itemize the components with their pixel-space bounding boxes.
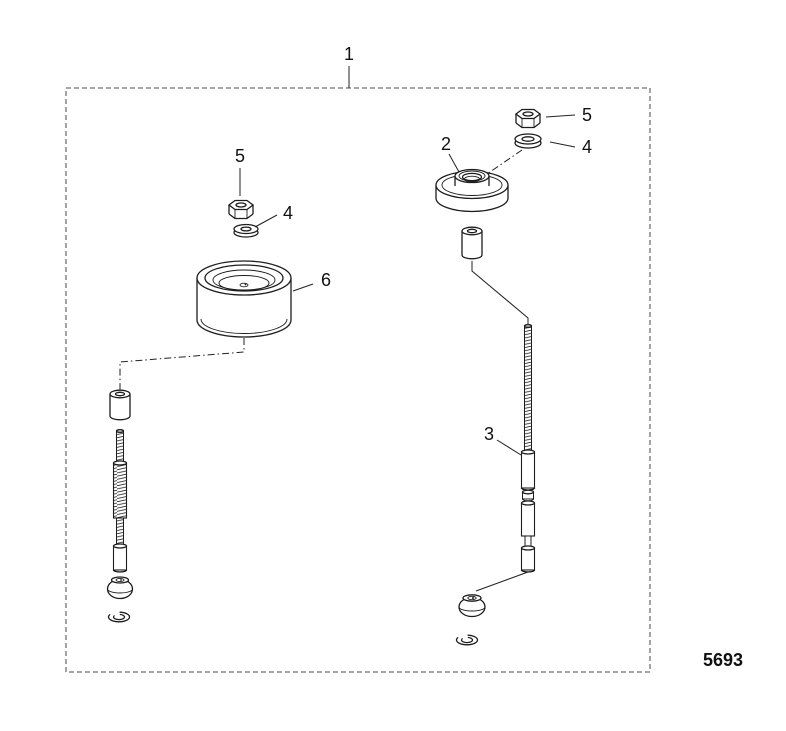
lower-sleeve (112, 545, 128, 571)
callout-1-label: 1 (344, 44, 354, 64)
lower-mount-cup (196, 260, 292, 338)
mount-grommet-right (458, 594, 486, 618)
nut-top-face (227, 199, 255, 211)
mount-grommet-left (106, 576, 134, 600)
leader-dash-cup-to-stud (119, 338, 245, 390)
callout-6-label: 6 (321, 270, 331, 290)
thread-section-lower (116, 517, 124, 547)
callout-stud: 3 (484, 424, 522, 456)
thread-section-upper (116, 430, 124, 464)
flat-washer-left (233, 223, 259, 238)
retaining-clip-right (455, 634, 479, 646)
knurled-sleeve (112, 462, 128, 519)
cup-outer-ring (204, 264, 284, 292)
mount-bottom-rim (435, 197, 509, 213)
threaded-stud-right (520, 324, 536, 573)
lower-sleeve (520, 547, 536, 571)
leader-line-upper-mount (448, 153, 460, 173)
grommet-top (110, 576, 130, 584)
leader-line-lower-mount (292, 283, 314, 292)
clip-outer (107, 611, 131, 623)
leader-stud-to-grommet (475, 571, 529, 592)
callout-lower-mount: 6 (292, 270, 331, 292)
callout-locknut-left: 5 (235, 146, 245, 196)
washer-hole (240, 226, 252, 232)
middle-sleeve (520, 502, 536, 537)
hex-locknut-left (227, 199, 255, 220)
leader-dash-washer-to-mount (486, 149, 523, 175)
nut-top-face (514, 108, 542, 120)
callout-3-label: 3 (484, 424, 494, 444)
cup-center-hole (239, 282, 249, 288)
cup-floor (218, 275, 270, 291)
flat-washer-right (514, 133, 542, 149)
clip-inner (112, 613, 126, 621)
figure-number: 5693 (703, 650, 743, 670)
leader-line-washer-right (549, 141, 576, 148)
bushing-hole (114, 391, 126, 397)
spacer-bushing-right (461, 226, 483, 260)
cup-bottom-inner-rim (200, 318, 288, 334)
leader-line-washer-left (254, 214, 278, 228)
leader-line-locknut-right (545, 114, 576, 118)
upper-sleeve (520, 451, 536, 489)
grommet-seam (458, 606, 486, 612)
callout-locknut-right: 5 (545, 105, 592, 125)
washer-hole (521, 136, 535, 142)
mount-center-hole (461, 172, 483, 182)
leader-bushing-to-stud (471, 261, 529, 325)
nut-hole (522, 111, 534, 117)
clip-inner (460, 636, 474, 644)
retaining-clip-left (107, 611, 131, 623)
nut-bottom-edge (228, 213, 254, 220)
threaded-stud-left (112, 429, 128, 573)
callout-4-left-label: 4 (283, 203, 293, 223)
callout-upper-mount: 2 (441, 134, 460, 173)
nut-bottom-edge (515, 122, 541, 129)
callout-washer-left: 4 (254, 203, 293, 228)
callout-2-label: 2 (441, 134, 451, 154)
callout-assembly: 1 (344, 44, 354, 88)
cup-bottom-rim (196, 319, 292, 338)
hex-locknut-right (514, 108, 542, 129)
grommet-seam (107, 588, 133, 594)
assembly-boundary (65, 87, 651, 673)
clip-outer (455, 634, 479, 646)
leader-line-stud (496, 439, 522, 456)
cup-recess-ring (212, 269, 276, 291)
thread-section (524, 325, 532, 453)
callout-5-right-label: 5 (582, 105, 592, 125)
bushing-hole (466, 228, 478, 234)
callout-washer-right: 4 (549, 137, 592, 157)
callout-5-left-label: 5 (235, 146, 245, 166)
spacer-bushing-left (109, 389, 131, 421)
callout-4-right-label: 4 (582, 137, 592, 157)
nut-hole (235, 202, 247, 208)
upper-mount (435, 168, 509, 213)
